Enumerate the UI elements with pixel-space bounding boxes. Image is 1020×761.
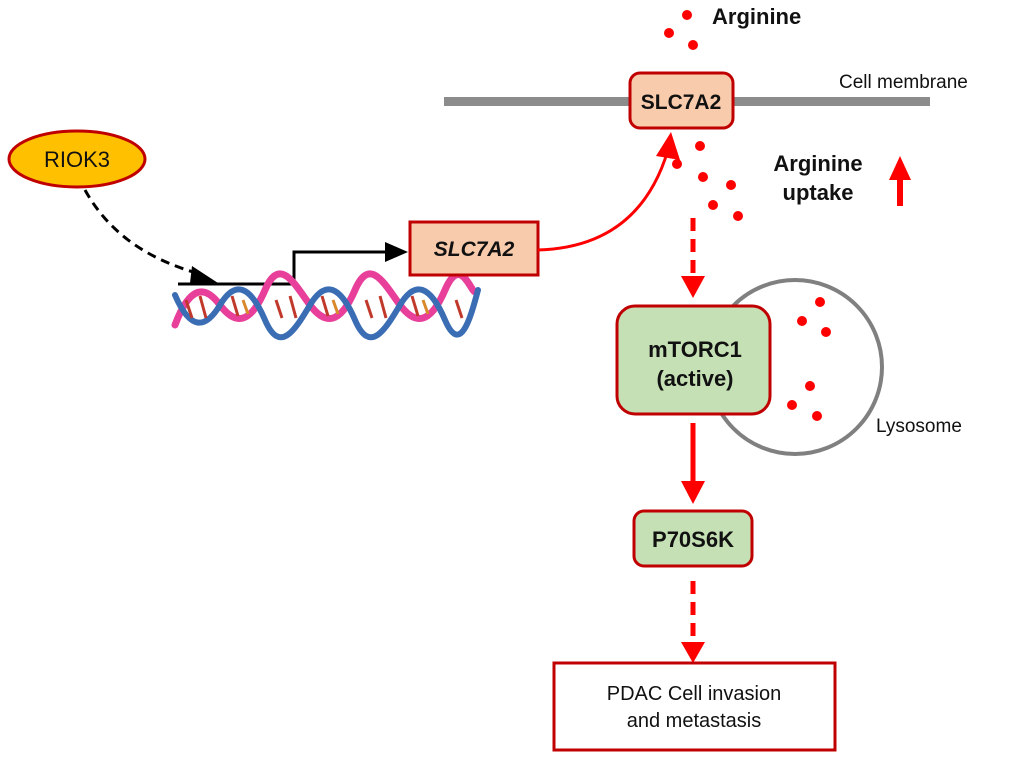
slc7a2-gene-node[interactable] bbox=[408, 220, 540, 277]
cell-membrane-label: Cell membrane bbox=[839, 72, 968, 93]
uptake-increase-arrow-icon bbox=[889, 156, 911, 206]
slc7a2-protein-node[interactable] bbox=[628, 71, 735, 130]
transcription-arrowhead-icon bbox=[385, 242, 408, 262]
gene-to-protein-arrowhead-icon bbox=[656, 132, 680, 160]
outcome-label-line1: PDAC Cell invasion bbox=[607, 683, 782, 705]
mtorc1-label-line2: (active) bbox=[656, 366, 733, 391]
outcome-label-line2: and metastasis bbox=[627, 710, 762, 732]
slc7a2-protein-label: SLC7A2 bbox=[641, 91, 722, 114]
uptake-label-line1: Arginine bbox=[773, 151, 862, 176]
uptake-label-line2: uptake bbox=[783, 180, 854, 205]
riok3-label: RIOK3 bbox=[44, 147, 110, 172]
mtorc1-to-p70s6k-arrowhead-icon bbox=[681, 481, 705, 504]
dna-helix-icon bbox=[171, 270, 481, 341]
riok3-node[interactable] bbox=[7, 129, 147, 189]
lysosomal-arginine-dots bbox=[787, 297, 831, 421]
lysosome-label: Lysosome bbox=[876, 416, 962, 437]
slc7a2-gene-label: SLC7A2 bbox=[434, 238, 515, 261]
mtorc1-label-line1: mTORC1 bbox=[648, 337, 742, 362]
transcription-start-arrow bbox=[178, 250, 388, 286]
p70s6k-node[interactable] bbox=[632, 509, 754, 568]
riok3-arrowhead-icon bbox=[190, 266, 218, 283]
arginine-label: Arginine bbox=[712, 4, 801, 29]
intracellular-arginine-dots bbox=[672, 141, 743, 221]
p70s6k-to-outcome-arrowhead-icon bbox=[681, 642, 705, 663]
extracellular-arginine-dots bbox=[664, 10, 698, 50]
mtorc1-node[interactable] bbox=[615, 304, 772, 416]
riok3-to-promoter-arrow bbox=[83, 189, 201, 276]
gene-to-protein-arrow bbox=[537, 149, 670, 252]
outcome-node[interactable] bbox=[552, 661, 837, 752]
p70s6k-label: P70S6K bbox=[652, 527, 734, 552]
protein-to-mtorc1-arrowhead-icon bbox=[681, 276, 705, 298]
